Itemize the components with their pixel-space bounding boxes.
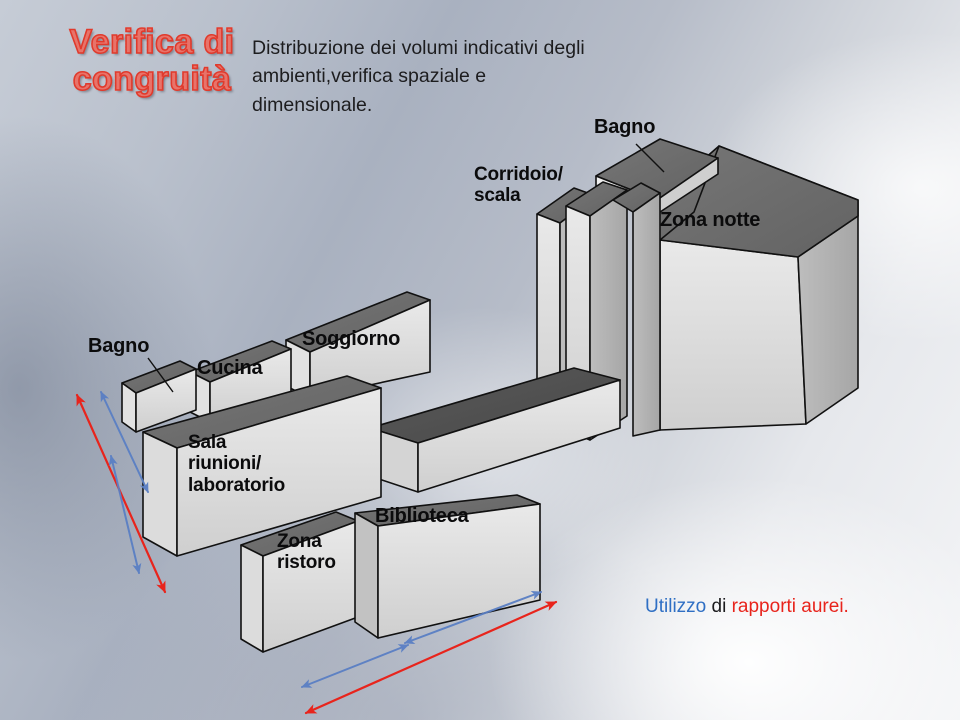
room-label-biblioteca: Biblioteca (375, 505, 469, 527)
corridor-bridge (369, 367, 621, 493)
room-label-sala-riunioni: Sala riunioni/ laboratorio (188, 432, 286, 496)
room-label-cucina: Cucina (197, 357, 263, 379)
dimension-arrow-left-minor (108, 454, 142, 575)
footnote-part-utilizzo: Utilizzo (645, 596, 707, 617)
room-label-corridoio-scala: Corridoio/ scala (474, 164, 563, 207)
slide-title: Verifica di congruità (52, 23, 252, 98)
footnote-part-di: di (706, 596, 732, 617)
slide-subtitle: Distribuzione dei volumi indicativi degl… (252, 37, 585, 116)
room-label-zona-notte: Zona notte (660, 209, 761, 231)
room-label-bagno-left: Bagno (88, 335, 150, 357)
room-label-soggiorno: Soggiorno (302, 328, 401, 350)
leader-line-bagno-left (147, 357, 174, 393)
slide-title-line-2: congruità (72, 59, 232, 98)
slide-title-line-1: Verifica di (69, 23, 235, 61)
dimension-arrow-bottom-major (301, 644, 409, 688)
dimension-arrow-bottom-minor (404, 591, 542, 644)
room-label-bagno-top: Bagno (594, 116, 656, 138)
footnote-golden-ratio: Utilizzo di rapporti aurei. (645, 596, 849, 618)
footnote-part-rapporti-aurei: rapporti aurei. (731, 596, 849, 617)
leader-line-bagno-top (635, 143, 665, 173)
room-volume-soggiorno (285, 291, 431, 399)
room-label-zona-ristoro: Zona ristoro (277, 531, 336, 574)
